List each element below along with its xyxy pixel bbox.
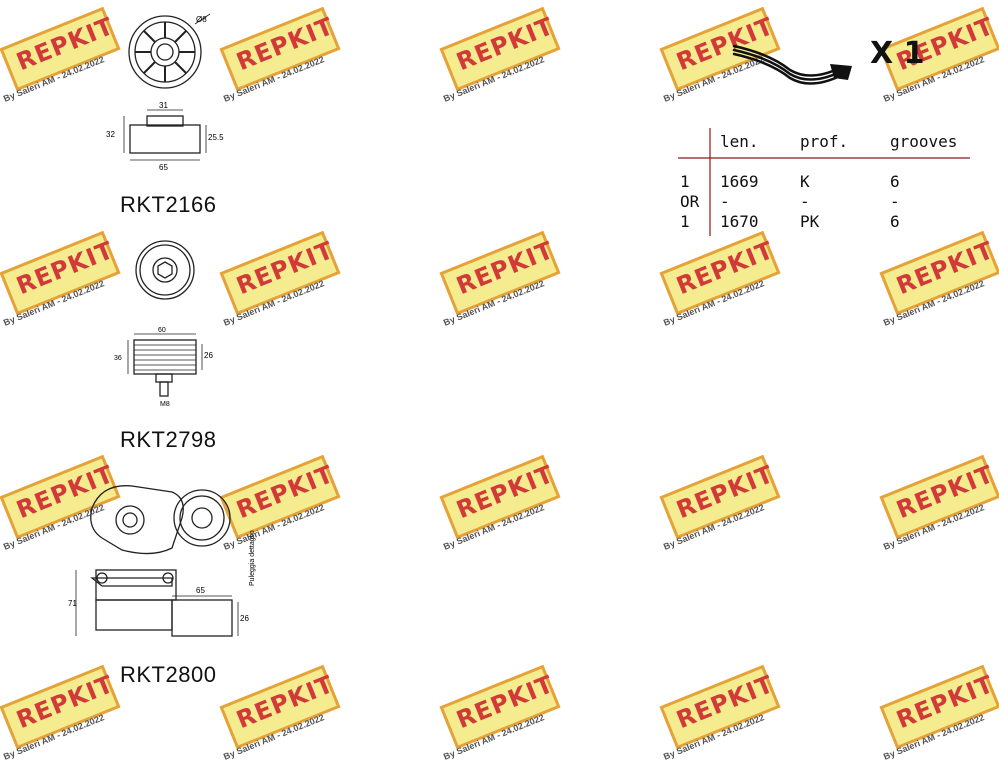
row-2-qty: OR [680,192,700,211]
header-grooves: grooves [890,132,958,151]
belt-spec-table: len. prof. grooves 1 1669 K 6 OR - - - 1… [668,128,978,238]
watermark-logo: REPKIT [232,235,338,301]
row-1-qty: 1 [680,172,690,191]
header-len: len. [720,132,759,151]
watermark-card [879,664,999,750]
part-code-rkt2798: RKT2798 [120,427,217,452]
rkt2800-dim-side: 26 [240,614,249,623]
watermark-sub: By Saleri AM - 24.02.2022 [662,712,766,762]
watermark-card [659,230,781,316]
belt-quantity: X 1 [870,36,925,71]
part-code-rkt2166: RKT2166 [120,192,217,217]
row-3-qty: 1 [680,212,690,231]
watermark-sub: By Saleri AM - 24.02.2022 [882,278,986,328]
watermark-sub: By Saleri AM - 24.02.2022 [2,54,106,104]
watermark-sub: By Saleri AM - 24.02.2022 [442,502,546,552]
watermark-logo: REPKIT [12,669,118,735]
table-lines [678,128,970,236]
watermark-logo: REPKIT [672,669,778,735]
row-2-len: - [720,192,730,211]
rkt2166-dim-right: 25.5 [208,133,224,142]
watermark-logo: REPKIT [232,669,338,735]
watermark-sub: By Saleri AM - 24.02.2022 [882,502,986,552]
rkt2800-dim-height: 71 [68,599,77,608]
rkt2798-drawing: 60 36 26 M8 [114,240,213,408]
watermark-logo: REPKIT [452,459,558,525]
watermark-card [0,664,121,750]
watermark-logo: REPKIT [892,235,998,301]
watermark-card [219,230,341,316]
rkt2798-dim-right: 26 [204,351,213,360]
rkt2166-dim-left: 32 [106,130,115,139]
watermark-sub: By Saleri AM - 24.02.2022 [2,278,106,328]
watermark-card [659,664,781,750]
row-3-prof: PK [800,212,820,231]
rkt2166-drawing: Ø8 31 32 25.5 65 [106,13,224,172]
watermark-logo: REPKIT [452,235,558,301]
watermark-logo: REPKIT [672,459,778,525]
watermark-logo: REPKIT [452,11,558,77]
row-2-grooves: - [890,192,900,211]
watermark-logo: REPKIT [12,235,118,301]
watermark-logo: REPKIT [452,669,558,735]
watermark-card [219,664,341,750]
watermark-sub: By Saleri AM - 24.02.2022 [662,502,766,552]
rkt2798-dim-left: 36 [114,355,122,362]
rkt2800-note: Puleggia dettaglio [249,530,256,586]
rkt2166-dim-bottom: 65 [159,163,168,172]
watermark-logo: REPKIT [892,669,998,735]
watermark-sub: By Saleri AM - 24.02.2022 [882,712,986,762]
watermark-sub: By Saleri AM - 24.02.2022 [442,712,546,762]
rkt2166-dim-dia: Ø8 [196,15,207,24]
watermark-logo: REPKIT [892,459,998,525]
watermark-card [439,664,561,750]
watermark-card [879,230,999,316]
watermark-sub: By Saleri AM - 24.02.2022 [222,278,326,328]
row-1-prof: K [800,172,810,191]
belt-drawing [732,44,852,85]
watermark-card [219,6,341,92]
rkt2800-drawing: 71 65 26 Puleggia dettaglio [68,485,256,637]
watermark-card [0,230,121,316]
row-1-len: 1669 [720,172,759,191]
watermark-card [439,6,561,92]
header-prof: prof. [800,132,849,151]
watermark-logo: REPKIT [672,235,778,301]
watermark-card [879,454,999,540]
watermark-card [659,454,781,540]
watermark-sub: By Saleri AM - 24.02.2022 [222,712,326,762]
row-3-len: 1670 [720,212,759,231]
watermark-card [439,230,561,316]
rkt2166-dim-top: 31 [159,101,168,110]
watermark-sub: By Saleri AM - 24.02.2022 [222,54,326,104]
rkt2800-dim-width: 65 [196,586,205,595]
part-code-rkt2800: RKT2800 [120,662,217,687]
rkt2798-dim-bolt: M8 [160,401,170,408]
watermark-sub: By Saleri AM - 24.02.2022 [442,278,546,328]
rkt2798-dim-top: 60 [158,327,166,334]
row-1-grooves: 6 [890,172,900,191]
watermark-card [439,454,561,540]
row-2-prof: - [800,192,810,211]
watermark-sub: By Saleri AM - 24.02.2022 [442,54,546,104]
watermark-sub: By Saleri AM - 24.02.2022 [2,712,106,762]
watermark-logo: REPKIT [232,11,338,77]
watermark-sub: By Saleri AM - 24.02.2022 [662,278,766,328]
row-3-grooves: 6 [890,212,900,231]
